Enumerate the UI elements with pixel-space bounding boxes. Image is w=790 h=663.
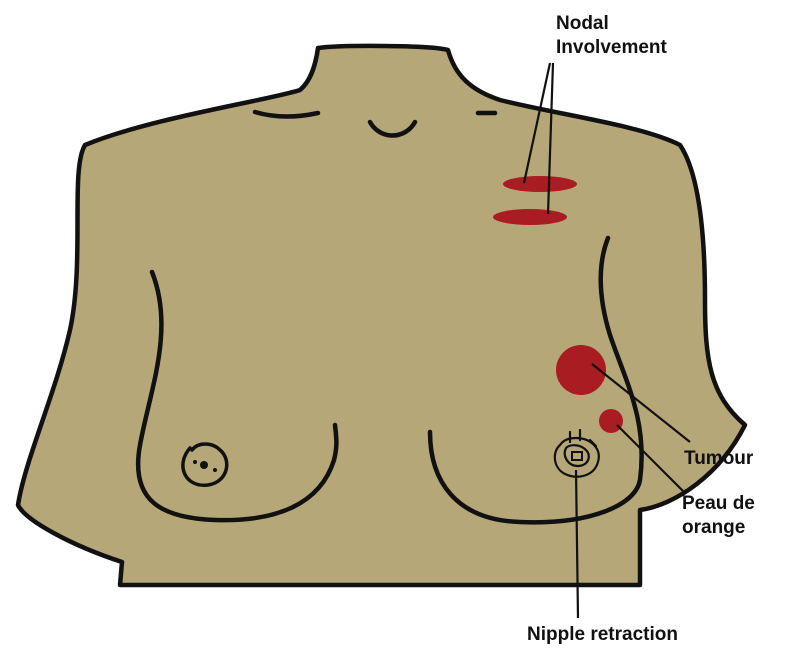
left-breast-outline bbox=[135, 269, 339, 523]
tumour-label: Tumour bbox=[684, 448, 754, 469]
normal-nipple bbox=[181, 442, 229, 487]
nodal-leader-line-1 bbox=[522, 62, 552, 184]
right-breast-outline bbox=[427, 235, 644, 525]
sternal-notch bbox=[367, 119, 418, 138]
nodal-label-line1: Nodal bbox=[556, 13, 609, 34]
nipple-retraction-label: Nipple retraction bbox=[527, 624, 678, 645]
retracted-nipple bbox=[553, 428, 600, 478]
torso-silhouette bbox=[15, 43, 748, 588]
peau-leader-line bbox=[616, 424, 686, 494]
peau-label-line2: orange bbox=[682, 517, 746, 538]
peau-label-line1: Peau de bbox=[682, 493, 755, 514]
tumour-mass bbox=[556, 345, 606, 395]
tumour-leader-line bbox=[591, 363, 691, 443]
lymph-node-lower bbox=[493, 209, 567, 225]
peau-de-orange-patch bbox=[599, 409, 623, 433]
lymph-node-upper bbox=[503, 176, 577, 192]
nodal-label-line2: Involvement bbox=[556, 37, 667, 58]
nodal-leader-line-2 bbox=[546, 62, 555, 215]
left-clavicle bbox=[252, 109, 321, 119]
nipple-leader-line bbox=[574, 469, 580, 619]
